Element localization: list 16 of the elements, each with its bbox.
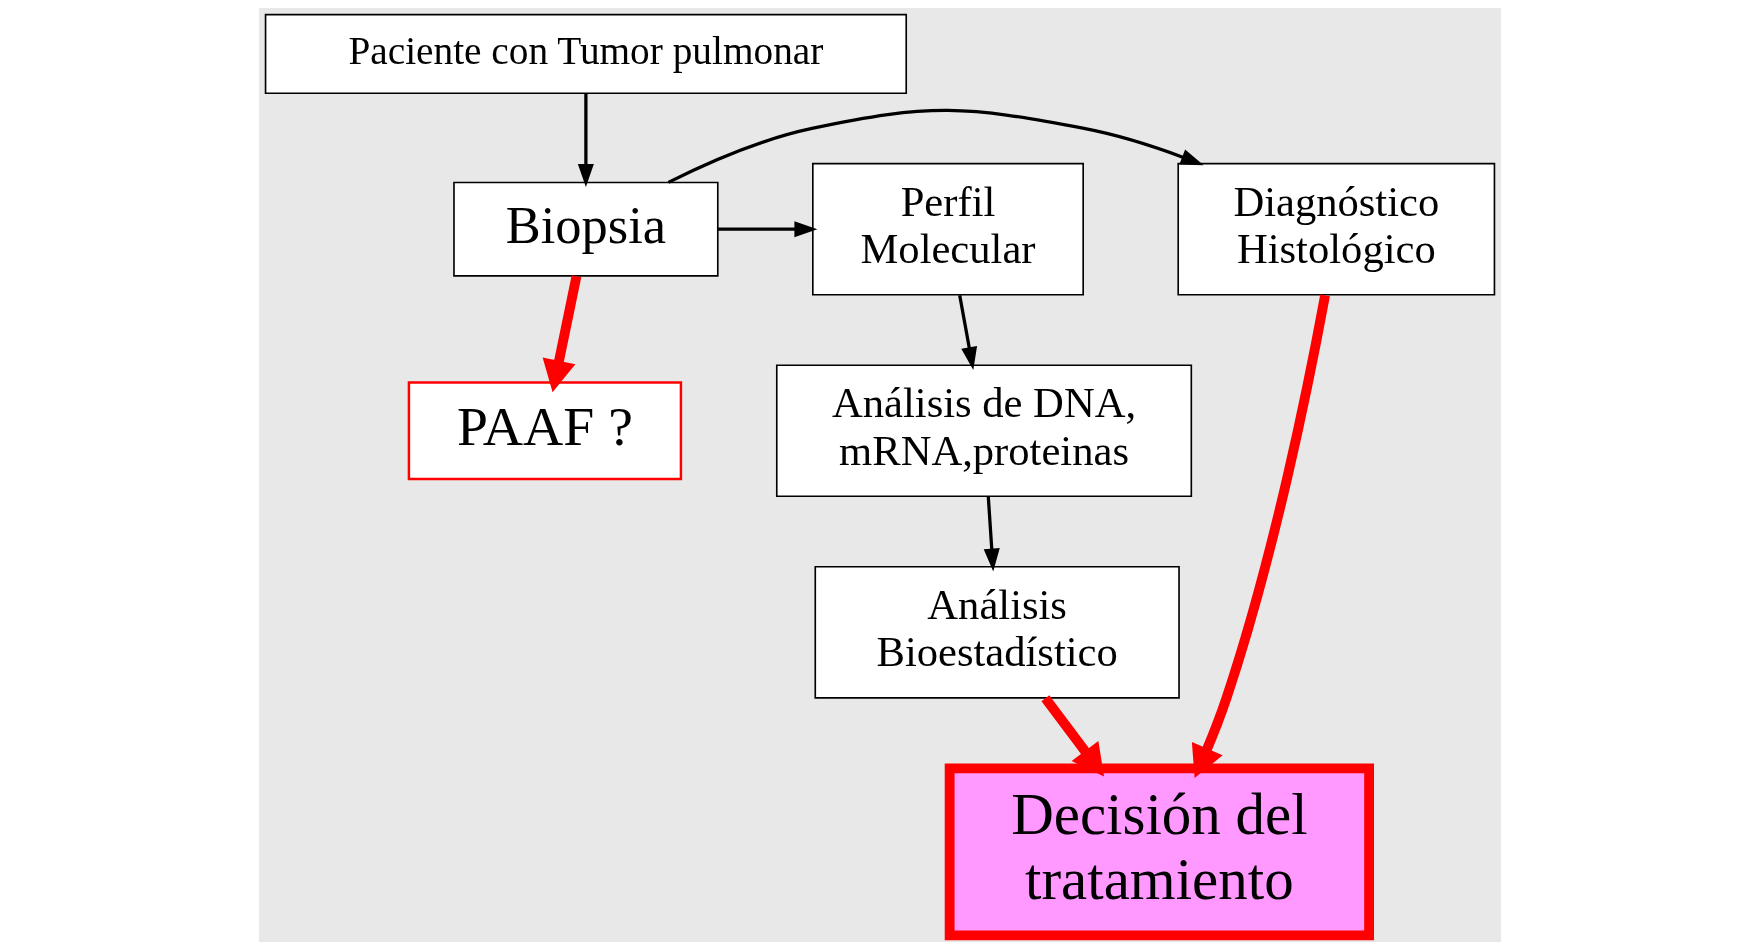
arrow xyxy=(667,108,1204,184)
node-box: Paciente con Tumor pulmonar xyxy=(264,13,908,95)
node-box: Diagnóstico Histológico xyxy=(1177,162,1496,296)
arrow xyxy=(542,275,582,393)
node-box: Decisión del tratamiento xyxy=(944,763,1374,941)
arrow xyxy=(577,93,594,187)
arrow xyxy=(958,294,978,370)
arrow xyxy=(718,221,818,238)
arrow xyxy=(1191,294,1330,778)
node-box: Biopsia xyxy=(453,181,719,277)
node-box: Análisis Bioestadístico xyxy=(814,565,1180,699)
arrow xyxy=(983,496,1000,572)
node-box: PAAF ? xyxy=(407,381,683,481)
node-box: Perfil Molecular xyxy=(812,162,1084,296)
arrow xyxy=(1041,695,1105,777)
node-box: Análisis de DNA, mRNA,proteinas xyxy=(775,364,1193,498)
